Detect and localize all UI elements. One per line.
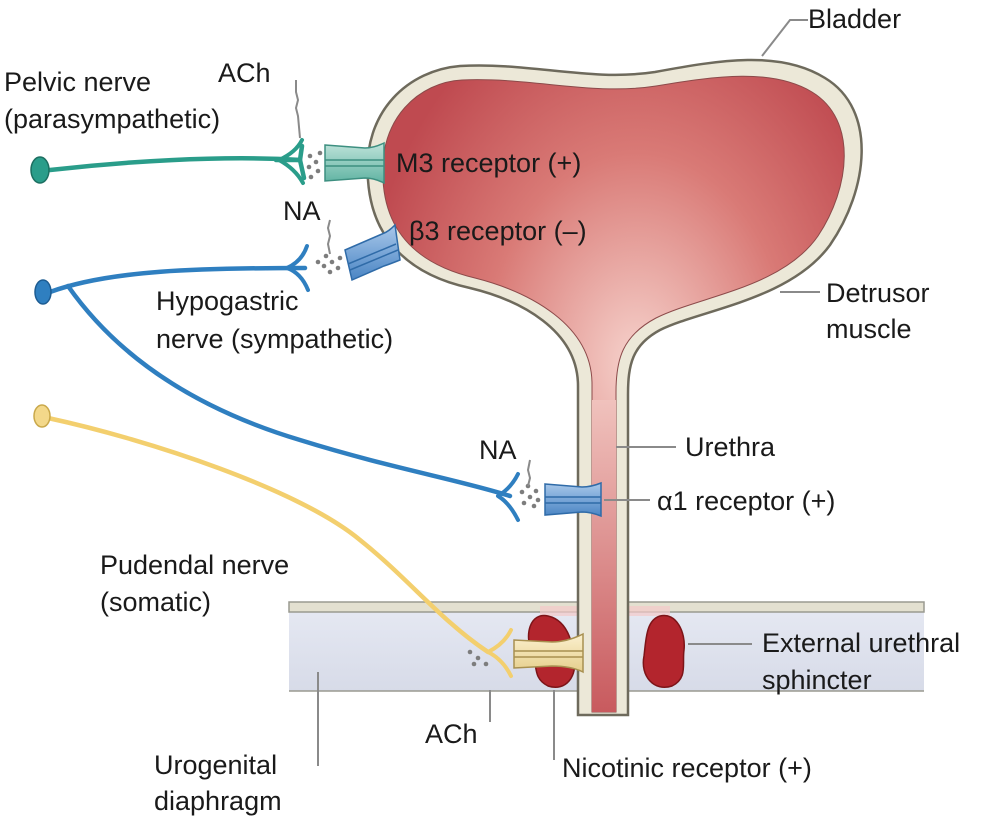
label-ach-bottom: ACh xyxy=(425,719,478,749)
na-vesicles-top xyxy=(315,253,343,275)
label-pudendal-nerve: Pudendal nerve xyxy=(100,550,289,580)
label-diaphragm: diaphragm xyxy=(154,786,282,816)
na-vesicles-mid xyxy=(519,483,541,509)
label-sympathetic: nerve (sympathetic) xyxy=(156,324,393,354)
bladder xyxy=(366,58,863,717)
urethra-lumen xyxy=(592,400,616,712)
label-hypogastric: Hypogastric xyxy=(156,286,299,316)
label-na-mid: NA xyxy=(479,435,517,465)
leader-lines xyxy=(294,19,820,766)
ach-vesicles-top xyxy=(306,150,323,180)
label-pelvic-nerve: Pelvic nerve xyxy=(4,67,151,97)
pelvic-nerve xyxy=(30,138,307,185)
label-na-top: NA xyxy=(283,196,321,226)
labels: Bladder Pelvic nerve (parasympathetic) A… xyxy=(4,4,960,816)
bladder-lumen xyxy=(382,75,845,713)
hypogastric-nerve xyxy=(34,244,520,522)
label-urethra: Urethra xyxy=(685,432,776,462)
pudendal-nerve xyxy=(33,404,513,678)
nicotinic-receptor xyxy=(513,632,584,674)
label-ach-top: ACh xyxy=(218,58,271,88)
label-alpha1-receptor: α1 receptor (+) xyxy=(657,486,835,516)
label-parasympathetic: (parasympathetic) xyxy=(4,104,220,134)
label-urogenital: Urogenital xyxy=(154,750,277,780)
label-detrusor: Detrusor xyxy=(826,278,930,308)
label-m3-receptor: M3 receptor (+) xyxy=(396,148,581,178)
label-muscle: muscle xyxy=(826,314,912,344)
beta3-receptor xyxy=(344,223,401,282)
label-sphincter: sphincter xyxy=(762,665,872,695)
alpha1-receptor xyxy=(544,481,602,518)
label-external-urethral: External urethral xyxy=(762,628,960,658)
m3-receptor xyxy=(324,141,385,185)
label-somatic: (somatic) xyxy=(100,587,211,617)
label-beta3-receptor: β3 receptor (–) xyxy=(409,216,587,246)
label-bladder: Bladder xyxy=(808,4,901,34)
ach-vesicles-bottom xyxy=(467,649,489,667)
label-nicotinic-receptor: Nicotinic receptor (+) xyxy=(562,753,812,783)
